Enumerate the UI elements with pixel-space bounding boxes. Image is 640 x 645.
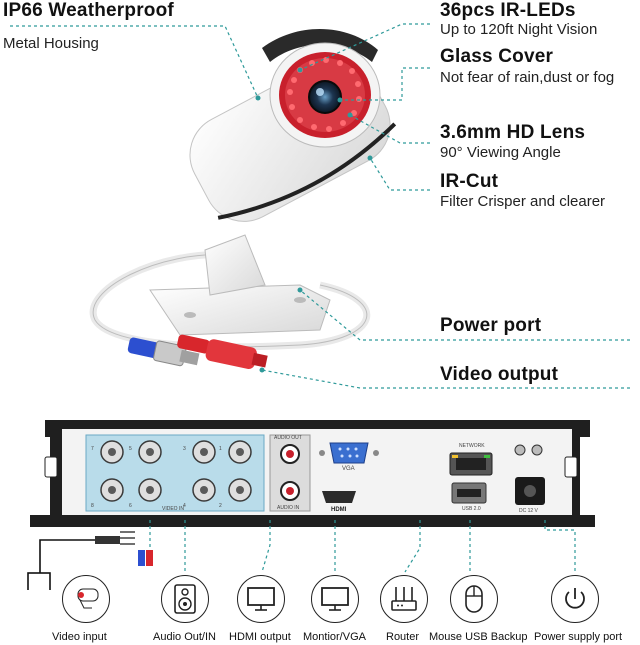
speaker-icon — [174, 584, 196, 614]
video-in-label: VIDEO IN — [162, 506, 184, 512]
label-hdmi-output: HDMI output — [229, 631, 291, 643]
channel-number: 3 — [183, 446, 186, 452]
feature-ircut-sub: Filter Crisper and clearer — [440, 193, 606, 210]
label-power-supply: Power supply port — [534, 631, 623, 643]
vga-label: VGA — [342, 466, 355, 472]
audio-icon-circle — [161, 575, 209, 623]
connection-lines — [27, 520, 576, 590]
network-label: NETWORK — [459, 443, 485, 449]
feature-glass-sub: Not fear of rain,dust or fog — [440, 69, 615, 86]
camera-icon — [77, 588, 99, 609]
label-mouse-usb: Mouse USB Backup — [429, 631, 528, 643]
mouse-usb-icon-circle — [450, 575, 498, 623]
monitor-icon — [321, 587, 349, 611]
dc-label: DC 12 V — [519, 508, 538, 514]
dvr-rear-panel — [30, 420, 595, 527]
power-supply-icon-circle — [551, 575, 599, 623]
feature-weatherproof-title: IP66 Weatherproof — [3, 0, 174, 21]
feature-weatherproof-sub: Metal Housing — [3, 35, 99, 52]
channel-number: 2 — [219, 503, 222, 509]
router-icon-circle — [380, 575, 428, 623]
hdmi-label: HDMI — [331, 507, 347, 513]
vga-monitor-icon-circle — [311, 575, 359, 623]
video-input-icon-circle — [62, 575, 110, 623]
usb-label: USB 2.0 — [462, 506, 481, 512]
hdmi-output-icon-circle — [237, 575, 285, 623]
channel-number: 7 — [91, 446, 94, 452]
feature-video-title: Video output — [440, 364, 559, 385]
feature-power-title: Power port — [440, 315, 542, 336]
mouse-icon — [465, 585, 483, 613]
feature-ircut-title: IR-Cut — [440, 171, 499, 192]
channel-number: 8 — [91, 503, 94, 509]
label-video-input: Video input — [52, 631, 107, 643]
feature-glass-title: Glass Cover — [440, 46, 554, 67]
channel-number: 1 — [219, 446, 222, 452]
channel-number: 5 — [129, 446, 132, 452]
label-vga: Montior/VGA — [303, 631, 366, 643]
monitor-icon — [247, 587, 275, 611]
channel-number: 4 — [183, 503, 186, 509]
audio-out-label: AUDIO OUT — [274, 435, 302, 441]
channel-number: 6 — [129, 503, 132, 509]
power-icon — [565, 588, 585, 609]
label-audio: Audio Out/IN — [153, 631, 216, 643]
feature-lens-sub: 90° Viewing Angle — [440, 144, 561, 161]
router-icon — [391, 587, 417, 611]
feature-ir-leds-sub: Up to 120ft Night Vision — [440, 21, 598, 38]
audio-in-label: AUDIO IN — [277, 505, 300, 511]
label-router: Router — [386, 631, 420, 643]
feature-lens-title: 3.6mm HD Lens — [440, 122, 586, 143]
camera-illustration — [10, 23, 630, 389]
feature-ir-leds-title: 36pcs IR-LEDs — [440, 0, 576, 21]
